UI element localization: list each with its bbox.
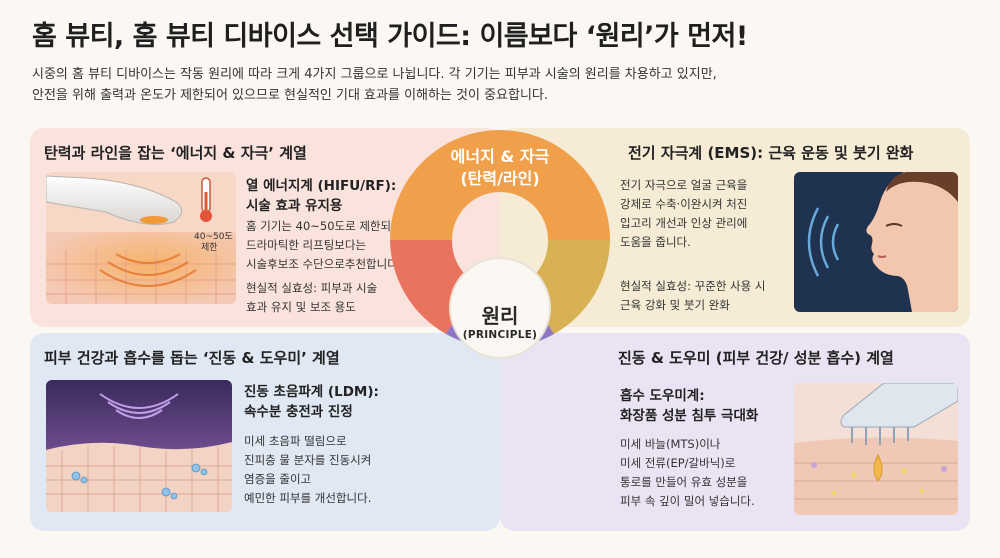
body-line: 도움을 줍니다. — [620, 235, 691, 249]
thermo-label-2: 제한 — [201, 242, 218, 253]
absorption-subtitle: 흡수 도우미계: 화장품 성분 침투 극대화 — [620, 386, 758, 426]
body-line: 염증을 줄이고 — [244, 472, 312, 486]
center-label: 원리 (PRINCIPLE) — [440, 300, 560, 341]
energy-subtitle: 열 에너지계 (HIFU/RF): 시술 효과 유지용 — [246, 176, 396, 216]
page-title: 홈 뷰티, 홈 뷰티 디바이스 선택 가이드: 이름보다 ‘원리’가 먼저! — [32, 21, 748, 52]
center-main: 원리 — [481, 304, 519, 328]
segment-line: (탄력/라인) — [460, 169, 540, 188]
subtitle-line: 속수분 충전과 진정 — [244, 404, 353, 420]
vibration-body: 미세 초음파 떨림으로 진피층 물 분자를 진동시켜 염증을 줄이고 예민한 피… — [244, 432, 371, 508]
energy-body: 홈 기기는 40~50도로 제한되어 드라마틱한 리프팅보다는 시술후보조 수단… — [246, 217, 402, 274]
body-line: 시술후보조 수단으로추천합니다. — [246, 257, 402, 271]
hifu-device-illustration: 40~50도 제한 — [46, 172, 236, 304]
body-line: 미세 전류(EP/갈바닉)로 — [620, 456, 736, 470]
ems-body: 전기 자극으로 얼굴 근육을 강제로 수축·이완시켜 처진 입고리 개선과 인상… — [620, 176, 747, 252]
subtitle-line: 시술 효과 유지용 — [246, 198, 343, 214]
thermo-label-1: 40~50도 — [194, 232, 233, 242]
absorption-panel-title: 진동 & 도우미 (피부 건강/ 성분 흡수) 계열 — [618, 349, 894, 367]
wheel-center — [449, 257, 551, 359]
body-line: 드라마틱한 리프팅보다는 — [246, 238, 367, 252]
subtitle-line: 진동 초음파계 (LDM): — [244, 384, 379, 400]
center-sub: (PRINCIPLE) — [462, 329, 538, 341]
energy-effect: 현실적 실효성: 피부과 시술 효과 유지 및 보조 용도 — [246, 279, 377, 317]
body-line: 피부 속 깊이 밀어 넣습니다. — [620, 494, 755, 508]
body-line: 진피층 물 분자를 진동시켜 — [244, 453, 372, 467]
segment-energy — [390, 130, 610, 240]
absorption-body: 미세 바늘(MTS)이나 미세 전류(EP/갈바닉)로 통로를 만들어 유효 성… — [620, 435, 755, 511]
vibration-panel-title: 피부 건강과 흡수를 돕는 ‘진동 & 도우미’ 계열 — [44, 349, 340, 367]
body-line: 홈 기기는 40~50도로 제한되어 — [246, 219, 402, 233]
microneedle-illustration — [794, 383, 958, 515]
face-ems-illustration — [794, 172, 958, 312]
segment-energy-label: 에너지 & 자극 (탄력/라인) — [410, 146, 590, 190]
ultrasound-skin-illustration — [46, 380, 232, 512]
segment-line: 에너지 & 자극 — [450, 147, 550, 166]
energy-panel-title: 탄력과 라인을 잡는 ‘에너지 & 자극’ 계열 — [44, 144, 307, 162]
subtitle-line: 화장품 성분 침투 극대화 — [620, 408, 759, 424]
vibration-subtitle: 진동 초음파계 (LDM): 속수분 충전과 진정 — [244, 382, 379, 422]
subtitle-line: 열 에너지계 (HIFU/RF): — [246, 178, 397, 194]
effect-line: 효과 유지 및 보조 용도 — [246, 300, 356, 314]
effect-line: 현실적 실효성: 꾸준한 사용 시 — [620, 279, 766, 293]
intro-text: 시중의 홈 뷰티 디바이스는 작동 원리에 따라 크게 4가지 그룹으로 나뉩니… — [32, 64, 717, 106]
body-line: 미세 바늘(MTS)이나 — [620, 437, 721, 451]
effect-line: 근육 강화 및 붓기 완화 — [620, 298, 730, 312]
body-line: 입고리 개선과 인상 관리에 — [620, 216, 748, 230]
subtitle-line: 흡수 도우미계: — [620, 388, 705, 404]
body-line: 미세 초음파 떨림으로 — [244, 434, 347, 448]
body-line: 강제로 수축·이완시켜 처진 — [620, 197, 748, 211]
body-line: 예민한 피부를 개선합니다. — [244, 491, 372, 505]
body-line: 전기 자극으로 얼굴 근육을 — [620, 178, 748, 192]
ems-panel-title: 전기 자극계 (EMS): 근육 운동 및 붓기 완화 — [628, 144, 914, 162]
ems-effect: 현실적 실효성: 꾸준한 사용 시 근육 강화 및 붓기 완화 — [620, 277, 765, 315]
intro-line: 시중의 홈 뷰티 디바이스는 작동 원리에 따라 크게 4가지 그룹으로 나뉩니… — [32, 67, 717, 82]
effect-line: 현실적 실효성: 피부과 시술 — [246, 281, 378, 295]
body-line: 통로를 만들어 유효 성분을 — [620, 475, 748, 489]
intro-line: 안전을 위해 출력과 온도가 제한되어 있으므로 현실적인 기대 효과를 이해하… — [32, 88, 549, 103]
principle-wheel — [390, 130, 610, 359]
